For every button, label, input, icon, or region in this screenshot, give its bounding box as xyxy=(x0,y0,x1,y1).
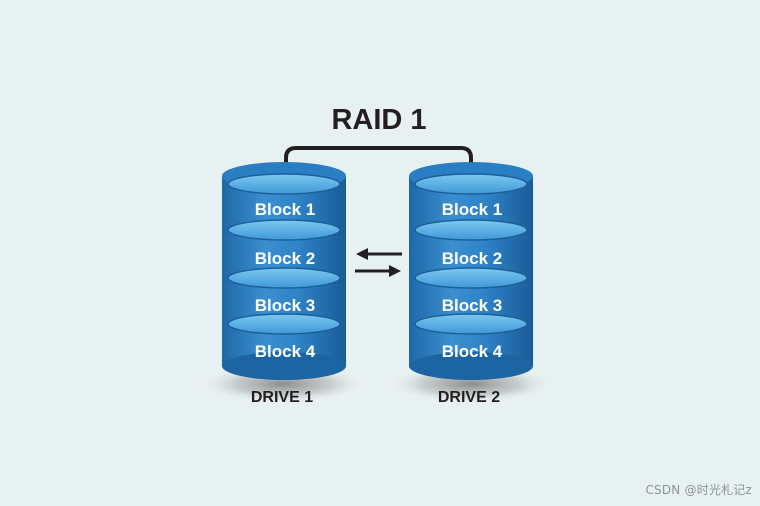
block-4: Block 4 xyxy=(414,313,528,361)
block-top xyxy=(227,219,341,241)
drive-label: DRIVE 1 xyxy=(251,389,313,406)
block-top xyxy=(414,173,528,195)
mirror-connector-line xyxy=(284,146,473,180)
watermark: CSDN @时光札记z xyxy=(645,483,752,497)
block-top xyxy=(227,173,341,195)
block-1: Block 1 xyxy=(414,173,528,219)
mirror-arrows xyxy=(355,248,402,277)
drive-label: DRIVE 2 xyxy=(438,389,500,406)
block-4: Block 4 xyxy=(227,313,341,361)
block-top xyxy=(414,313,528,335)
block-3: Block 3 xyxy=(227,267,341,315)
block-top xyxy=(414,267,528,289)
block-label: Block 2 xyxy=(255,249,315,268)
block-label: Block 1 xyxy=(442,200,502,219)
drive-bottom xyxy=(222,352,346,380)
block-label: Block 4 xyxy=(442,342,503,361)
block-top xyxy=(227,267,341,289)
arrow-right-icon xyxy=(355,265,401,277)
block-label: Block 1 xyxy=(255,200,315,219)
block-2: Block 2 xyxy=(227,219,341,268)
block-2: Block 2 xyxy=(414,219,528,268)
block-label: Block 3 xyxy=(255,296,315,315)
block-top xyxy=(227,313,341,335)
arrow-left-icon xyxy=(356,248,402,260)
drive-2: Block 1 Block 2 Block 3 Block 4 DRIVE 2 xyxy=(393,162,549,406)
drive-1: Block 1 Block 2 Block 3 Block 4 DRIVE 1 xyxy=(205,162,361,406)
block-label: Block 3 xyxy=(442,296,502,315)
diagram-title: RAID 1 xyxy=(331,104,426,136)
block-label: Block 2 xyxy=(442,249,502,268)
block-1: Block 1 xyxy=(227,173,341,219)
block-label: Block 4 xyxy=(255,342,316,361)
drive-bottom xyxy=(409,352,533,380)
block-3: Block 3 xyxy=(414,267,528,315)
block-top xyxy=(414,219,528,241)
